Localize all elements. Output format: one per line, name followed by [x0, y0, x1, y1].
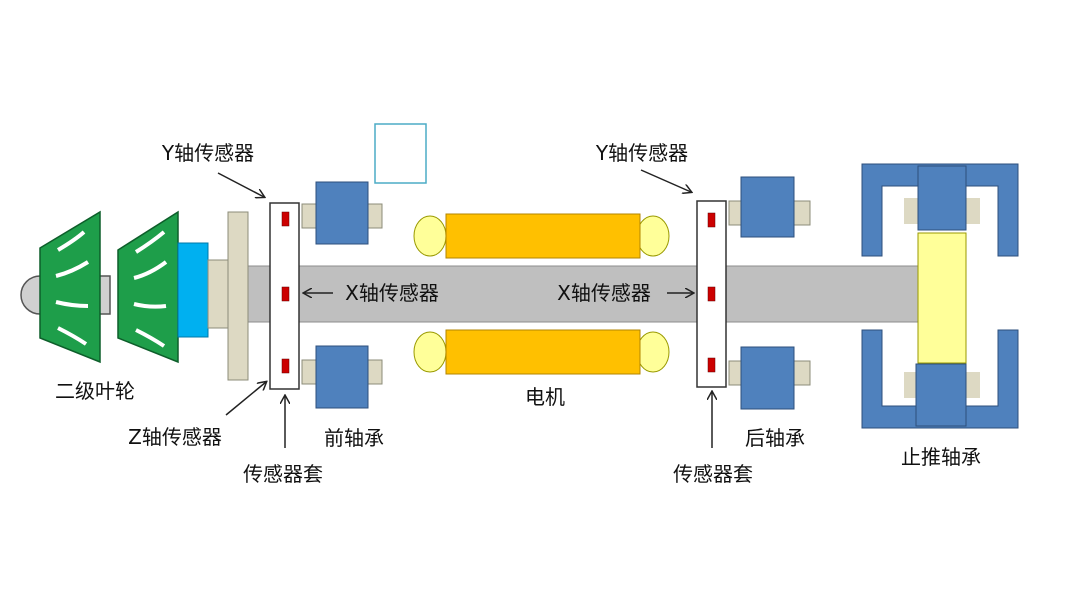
end-plate: [227, 211, 249, 381]
label-x-sensor-rear: X轴传感器: [557, 281, 651, 305]
label-sleeve-front: 传感器套: [243, 462, 323, 486]
arrow-y-sensor-rear: [640, 169, 691, 192]
rear-bearing-block-bottom: [740, 346, 795, 410]
y-sensor-dot-rear: [707, 212, 716, 228]
label-z-sensor: Z轴传感器: [128, 425, 222, 449]
impeller-stage-1: [39, 210, 101, 364]
front-bearing-block-bottom: [315, 345, 369, 409]
motor-coil-top: [445, 213, 641, 259]
impeller-stage-2: [117, 210, 179, 364]
motor-coil-bottom: [445, 329, 641, 375]
impeller-hub: [177, 242, 209, 338]
x-sensor-dot-front: [281, 286, 290, 302]
label-sleeve-rear: 传感器套: [673, 462, 753, 486]
label-front-bearing: 前轴承: [324, 426, 384, 450]
label-impeller: 二级叶轮: [55, 379, 135, 403]
label-x-sensor-front: X轴传感器: [345, 281, 439, 305]
thrust-disk: [917, 232, 967, 364]
label-thrust-bearing: 止推轴承: [901, 445, 981, 469]
motor-end-bottom-right: [636, 331, 670, 373]
thrust-bearing-top: [861, 163, 1019, 257]
rear-bearing-block-top: [740, 176, 795, 238]
empty-box: [374, 123, 427, 184]
motor-end-bottom-left: [413, 331, 447, 373]
label-motor: 电机: [525, 385, 565, 409]
label-rear-bearing: 后轴承: [745, 426, 805, 450]
label-y-sensor-front: Y轴传感器: [161, 141, 254, 165]
motor-end-top-left: [413, 215, 447, 257]
thrust-bearing-bottom: [861, 329, 1019, 429]
z-sensor-dot-rear: [707, 357, 716, 373]
shaft-collar: [207, 259, 229, 329]
label-y-sensor-rear: Y轴传感器: [595, 141, 688, 165]
arrow-y-sensor-front: [217, 172, 264, 197]
x-sensor-dot-rear: [707, 286, 716, 302]
main-shaft: [199, 265, 921, 323]
arrow-z-sensor: [225, 382, 266, 416]
front-bearing-block-top: [315, 181, 369, 245]
motor-end-top-right: [636, 215, 670, 257]
y-sensor-dot-front: [281, 211, 290, 227]
z-sensor-dot-front: [281, 358, 290, 374]
